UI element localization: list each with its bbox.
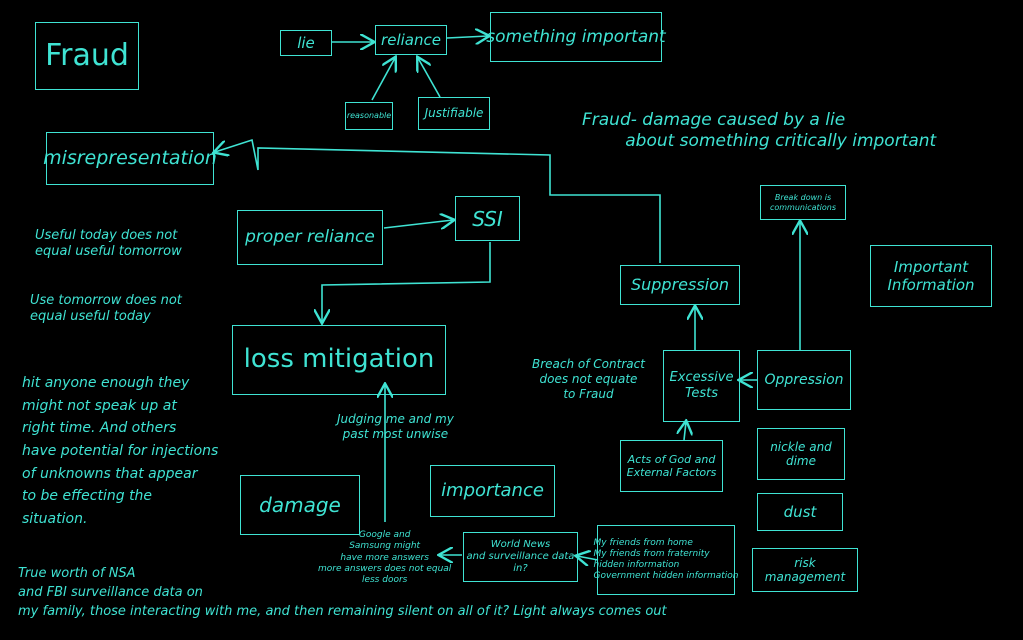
arrow-justifiable-to-reliance [418, 58, 441, 98]
arrow-reliance-to-something-important [446, 36, 488, 38]
node-oppression: Oppression [757, 350, 851, 410]
node-proper-reliance: proper reliance [237, 210, 383, 265]
node-label: SSI [472, 206, 503, 231]
note-fraud-definition: Fraud- damage caused by a lie about some… [582, 110, 937, 152]
node-label: Acts of God and External Factors [626, 452, 717, 479]
node-label: My friends from home My friends from fra… [593, 538, 739, 581]
arrow-friends-to-worldnews [577, 556, 599, 560]
node-loss-mitigation: loss mitigation [232, 325, 446, 395]
note-hit-anyone: hit anyone enough they might not speak u… [22, 375, 219, 528]
node-justifiable: Justifiable [418, 97, 490, 130]
node-lie: lie [280, 30, 332, 56]
node-label: reasonable [346, 111, 392, 121]
node-label: Important Information [887, 258, 975, 294]
arrow-reasonable-to-reliance [371, 58, 395, 101]
note-google: Google and Samsung might have more answe… [318, 530, 452, 585]
node-label: misrepresentation [43, 147, 217, 170]
node-label: loss mitigation [243, 344, 435, 375]
node-label: Excessive Tests [669, 370, 734, 401]
node-reasonable: reasonable [345, 102, 393, 130]
node-ssi: SSI [455, 196, 520, 241]
node-important-information: Important Information [870, 245, 992, 307]
node-world-news: World News and surveillance data in? [463, 532, 578, 582]
node-misrepresentation: misrepresentation [43, 132, 217, 185]
node-label: lie [297, 34, 315, 52]
node-label: Justifiable [424, 106, 484, 121]
note-judging: Judging me and my past most unwise [337, 412, 454, 441]
node-label: something important [486, 26, 666, 47]
node-label: proper reliance [245, 227, 375, 248]
node-excessive-tests: Excessive Tests [663, 350, 740, 422]
node-reliance: reliance [375, 25, 447, 55]
node-label: dust [783, 503, 817, 521]
node-something-important: something important [486, 12, 666, 62]
title: Fraud [45, 38, 129, 73]
arrow-proper-reliance-to-ssi [383, 220, 453, 228]
node-label: nickle and dime [770, 439, 832, 468]
note-useful-today: Useful today does not equal useful tomor… [35, 228, 182, 260]
node-label: Suppression [630, 275, 730, 295]
node-label: Oppression [764, 371, 844, 388]
node-break-down: Break down is communications [760, 185, 846, 220]
node-risk-management: risk management [752, 548, 858, 592]
note-true-worth: True worth of NSA and FBI surveillance d… [18, 566, 667, 619]
arrow-suppression-to-misrepresentation [215, 138, 661, 263]
node-nickle-and-dime: nickle and dime [757, 428, 845, 480]
node-importance: importance [430, 465, 555, 517]
node-label: World News and surveillance data in? [466, 539, 575, 574]
node-damage: damage [240, 475, 360, 535]
node-label: risk management [764, 555, 846, 584]
node-label: importance [441, 480, 544, 502]
node-friends: My friends from home My friends from fra… [594, 525, 739, 595]
node-acts-of-god: Acts of God and External Factors [620, 440, 723, 492]
arrow-ssi-to-loss-mitigation [322, 242, 491, 322]
node-label: damage [259, 493, 341, 517]
node-suppression: Suppression [620, 265, 740, 305]
title-box: Fraud [35, 22, 139, 90]
node-label: Break down is communications [769, 192, 837, 212]
node-label: reliance [381, 31, 441, 49]
arrow-acts-to-excessive [684, 422, 686, 441]
node-dust: dust [757, 493, 843, 531]
note-use-tomorrow: Use tomorrow does not equal useful today [30, 293, 182, 325]
note-breach: Breach of Contract does not equate to Fr… [532, 357, 645, 401]
